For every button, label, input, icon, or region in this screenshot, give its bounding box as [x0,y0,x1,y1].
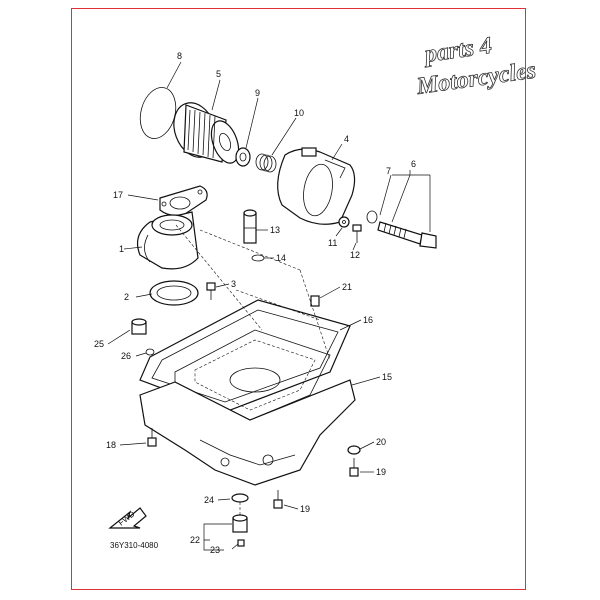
callout-6: 6 [411,159,416,169]
part-19-bolt-a [349,458,359,477]
part-23-screw [237,539,245,547]
part-5-oil-filter [173,102,240,164]
forward-arrow-icon: FWD [108,507,147,529]
part-4-filter-cover [277,147,356,225]
callout-19a: 19 [376,467,386,477]
part-11-washer [338,216,350,228]
callout-25: 25 [94,339,104,349]
callout-23: 23 [210,545,220,555]
part-6-filter-bolt [377,221,437,249]
part-15-oil-pan [139,329,356,486]
part-10-spring [255,153,277,173]
part-18-bolt [147,428,157,447]
part-26-o-ring [145,348,155,356]
callout-21: 21 [342,282,352,292]
part-12-bolt [352,224,362,243]
part-19-bolt-b [273,490,283,509]
part-22-plug [232,514,248,533]
callout-labels: 8 5 9 10 4 6 7 17 1 11 12 13 14 2 3 21 1… [94,51,416,555]
callout-13: 13 [270,225,280,235]
part-9-washer [235,147,251,167]
part-24-washer [231,493,249,503]
callout-24: 24 [204,495,214,505]
part-3-bolt [206,282,216,300]
callout-10: 10 [294,108,304,118]
part-25-drain-plug [131,318,147,335]
callout-9: 9 [255,88,260,98]
callout-11: 11 [328,238,337,248]
logo-line1: parts 4 [421,33,493,68]
part-21-cap [310,295,320,307]
part-13-pipe [243,209,257,244]
callout-26: 26 [121,351,131,361]
callout-20: 20 [376,437,386,447]
callout-14: 14 [276,253,286,263]
callout-22: 22 [190,535,200,545]
part-1-filter-housing [137,211,199,270]
callout-4: 4 [344,134,349,144]
diagram-frame [71,8,526,590]
part-14-o-ring [251,254,265,262]
callout-19b: 19 [300,504,310,514]
part-7-o-ring [366,210,378,224]
callout-2: 2 [124,292,129,302]
callout-12: 12 [350,250,360,260]
part-8-o-ring [139,87,177,139]
part-code: 36Y310-4080 [110,541,159,550]
callout-7: 7 [386,166,391,176]
part-17-gasket [159,185,208,216]
assembly-lines [175,224,331,515]
callout-17: 17 [113,190,123,200]
part-20-cap [347,445,361,455]
part-16-oil-pan-gasket [139,299,351,413]
brand-logo: parts 4 Motorcycles [414,32,538,100]
callout-15: 15 [382,372,392,382]
callout-16: 16 [363,315,373,325]
callout-1: 1 [119,244,124,254]
callout-18: 18 [106,440,116,450]
callout-8: 8 [177,51,182,61]
callout-5: 5 [216,69,221,79]
callout-3: 3 [231,279,236,289]
part-2-gasket [149,280,199,306]
leader-lines [107,61,431,551]
